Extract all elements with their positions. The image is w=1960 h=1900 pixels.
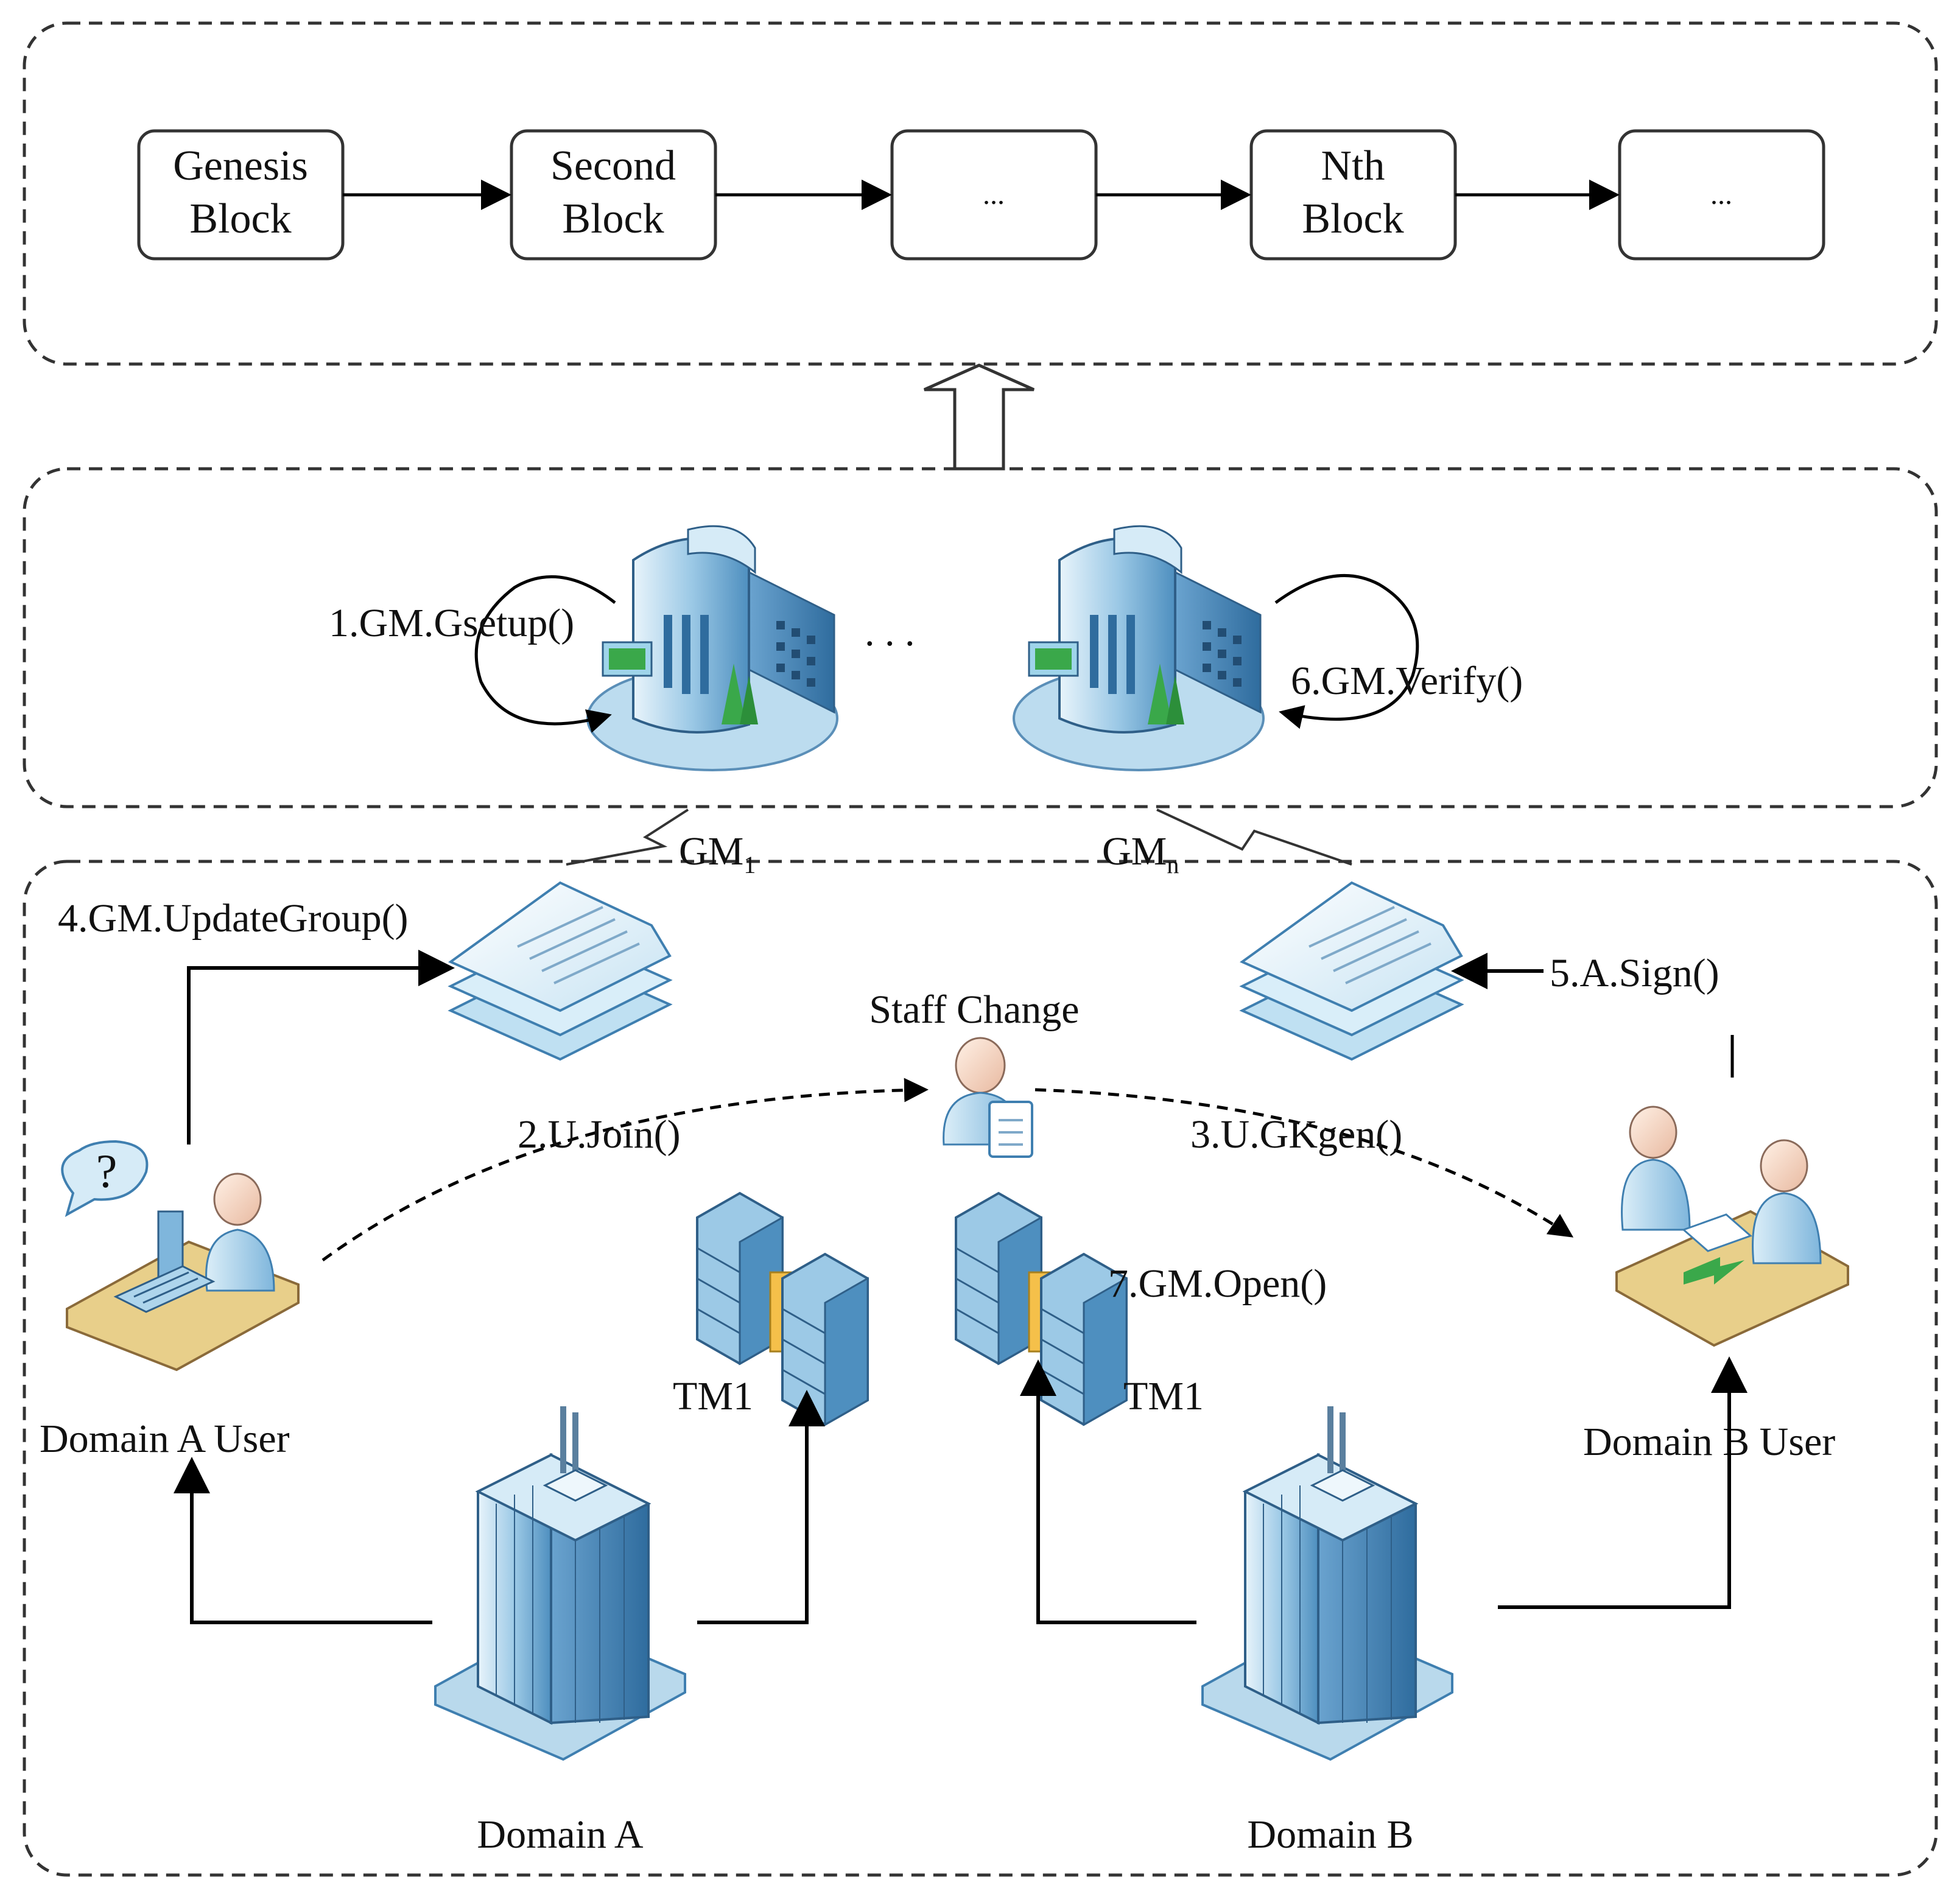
gmn-building-icon [1013,525,1265,771]
domain-b-user-icon [1615,1106,1849,1347]
open-label: 7.GM.Open() [1108,1261,1327,1306]
domain-b-to-user-arrow [1498,1356,1747,1609]
domain-a-label: Domain A [477,1812,643,1857]
verify-loop-arrow [1274,573,1419,729]
block-label-line1: Nth [1321,142,1385,189]
block-ellipsis-2: ... [1618,129,1825,261]
group-list-document-icon-left [448,881,673,1061]
domain-b-user-label: Domain B User [1583,1420,1835,1464]
upload-to-chain-arrow [923,363,1035,471]
gsetup-loop-arrow [474,575,616,733]
blockchain-panel [23,21,1938,366]
gmn-label: GMn [1102,829,1179,878]
question-mark-icon: ? [96,1145,118,1197]
sign-label: 5.A.Sign() [1550,951,1719,995]
block-ellipsis-1: ... [890,129,1098,261]
block-label-line1: Second [550,142,676,189]
block-label-line1: ... [1710,178,1732,211]
update-group-label: 4.GM.UpdateGroup() [58,896,409,941]
domain-a-to-tm1-arrow [697,1390,825,1624]
gm1-link [566,808,689,866]
block-label-line1: ... [983,178,1005,211]
join-arrow [321,1078,929,1262]
block-label-line2: Block [1302,195,1403,242]
domain-b-to-tm1-arrow [1020,1359,1196,1624]
domain-a-building-icon [434,1406,686,1761]
block-label-line1: Genesis [173,142,308,189]
join-label: 2.U.Join() [518,1112,681,1157]
gkgen-arrow [1034,1088,1574,1238]
staff-change-label: Staff Change [869,987,1079,1032]
block-label-line2: Block [189,195,291,242]
domain-b-label: Domain B [1247,1812,1413,1857]
domain-panel [23,860,1938,1877]
block-nth: Nth Block [1249,129,1457,261]
domain-a-user-icon: ? [61,1140,300,1372]
group-list-document-icon-right [1239,881,1464,1061]
tm1-left-server-icon [696,1191,869,1426]
block-second: Second Block [510,129,717,261]
gmn-link [1156,808,1352,866]
gsetup-label: 1.GM.Gsetup() [329,601,574,645]
verify-label: 6.GM.Verify() [1291,659,1523,703]
domain-a-to-user-arrow [174,1457,432,1624]
block-label-line2: Block [562,195,664,242]
block-genesis: Genesis Block [137,129,345,261]
update-group-arrow [187,950,455,1145]
staff-change-person-icon [943,1037,1033,1158]
manager-panel [23,467,1938,808]
domain-a-user-label: Domain A User [40,1417,290,1461]
gm1-label: GM1 [679,829,756,878]
tm1-left-label: TM1 [673,1374,753,1418]
gm1-building-icon [586,525,838,771]
manager-separator: . . . [865,610,915,654]
tm1-right-label: TM1 [1123,1374,1204,1418]
tm1-right-server-icon [955,1191,1128,1426]
domain-b-building-icon [1201,1406,1453,1761]
gkgen-label: 3.U.GKgen() [1190,1112,1402,1157]
